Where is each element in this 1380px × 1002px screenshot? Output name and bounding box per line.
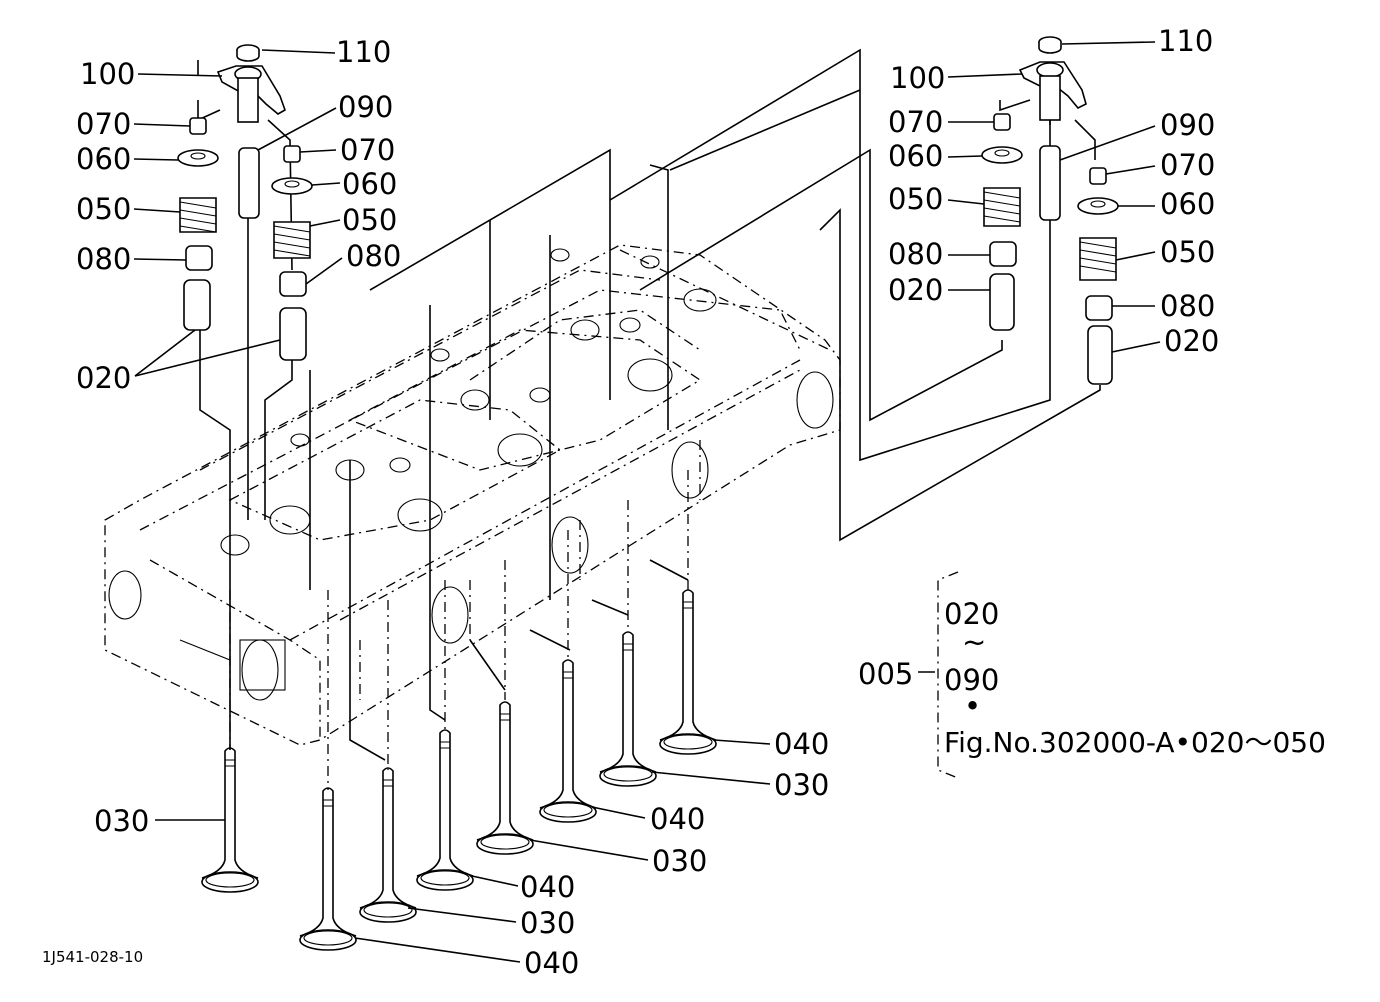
figure-code: 1J541-028-10 [42, 948, 143, 966]
left-rocker-assembly [177, 44, 313, 361]
cylinder-head [104, 244, 841, 746]
valve-8 [659, 589, 717, 755]
callout-060-right-b: 060 [1160, 187, 1215, 221]
callout-070-left-a: 070 [76, 107, 131, 141]
callout-valve-030-a: 030 [94, 804, 149, 838]
callout-020-right-a: 020 [888, 273, 943, 307]
callout-090-left: 090 [338, 90, 393, 124]
assembly-code: 005 [858, 657, 913, 691]
callout-080-left-a: 080 [76, 242, 131, 276]
range-end: 090 [944, 663, 999, 697]
callout-050-right-b: 050 [1160, 235, 1215, 269]
callout-valve-030-d: 030 [774, 768, 829, 802]
callout-070-right-a: 070 [888, 105, 943, 139]
callout-100-right: 100 [890, 61, 945, 95]
valve-5 [476, 701, 534, 855]
callout-060-left-a: 060 [76, 142, 131, 176]
callout-080-left-b: 080 [346, 239, 401, 273]
valve-7 [599, 631, 657, 787]
callout-leaders [133, 41, 1161, 963]
callout-060-right-a: 060 [888, 139, 943, 173]
figure-reference: Fig.No.302000-A•020～050 [944, 726, 1326, 759]
callout-080-right-b: 080 [1160, 289, 1215, 323]
callout-050-left-a: 050 [76, 192, 131, 226]
callout-valve-030-c: 030 [652, 844, 707, 878]
callout-080-right-a: 080 [888, 237, 943, 271]
callout-020-left: 020 [76, 361, 131, 395]
callout-valve-040-c: 040 [650, 802, 705, 836]
assembly-note: 005 020 ~ 090 • Fig.No.302000-A•020～050 [858, 597, 1326, 759]
callout-110-right: 110 [1158, 24, 1213, 58]
callout-110-left: 110 [336, 35, 391, 69]
callout-090-right: 090 [1160, 108, 1215, 142]
callout-050-left-b: 050 [342, 203, 397, 237]
callout-100-left: 100 [80, 57, 135, 91]
assembly-lines [197, 48, 1101, 790]
callout-070-left-b: 070 [340, 133, 395, 167]
valves [201, 589, 717, 951]
range-start: 020 [944, 597, 999, 631]
right-rocker-assembly [981, 36, 1119, 385]
valve-2 [299, 787, 357, 951]
valve-4 [416, 729, 474, 891]
callout-070-right-b: 070 [1160, 148, 1215, 182]
callout-050-right-a: 050 [888, 182, 943, 216]
callout-060-left-b: 060 [342, 167, 397, 201]
valve-6 [539, 659, 597, 823]
note-bullet: • [964, 689, 981, 723]
callout-valve-040-d: 040 [774, 727, 829, 761]
callout-020-right-b: 020 [1164, 324, 1219, 358]
valve-3 [359, 767, 417, 923]
range-mark: ~ [962, 625, 986, 659]
callout-valve-040-b: 040 [520, 870, 575, 904]
callout-valve-030-b: 030 [520, 906, 575, 940]
callout-labels: 110 100 090 070 060 050 080 070 060 050 … [76, 24, 1219, 980]
callout-valve-040-a: 040 [524, 946, 579, 980]
